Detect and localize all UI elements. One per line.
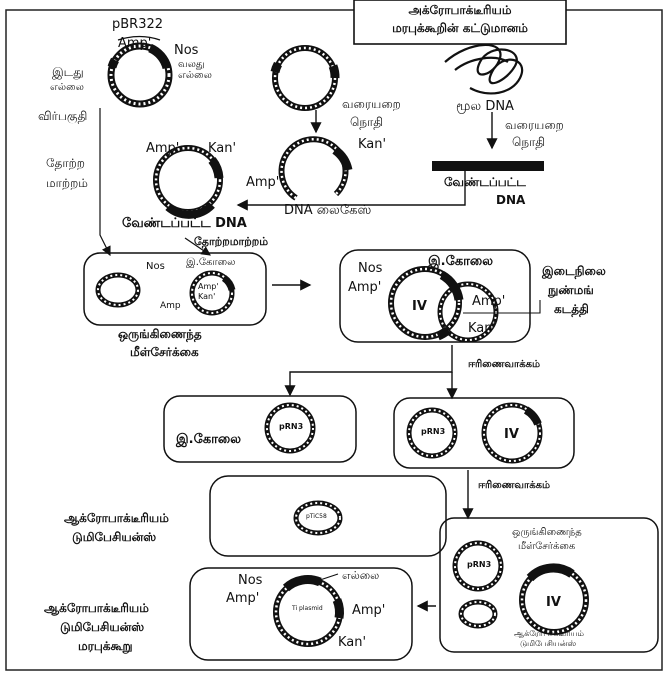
title-line1: அக்ரோபாக்டீரியம் bbox=[360, 4, 560, 17]
amp-right-label-2: Amp' bbox=[352, 604, 385, 618]
ecoli-box bbox=[164, 396, 356, 462]
transformation-label-1: தோற்ற bbox=[46, 157, 85, 170]
cointegrate-plasmids bbox=[455, 543, 586, 632]
kan-label-3: Kan' bbox=[338, 636, 366, 650]
intermediate-label-1: இடைநிலை bbox=[542, 265, 606, 278]
prn3-label: pRN3 bbox=[279, 423, 303, 431]
cointegrate-cell-box bbox=[84, 253, 266, 325]
ti-plasmid-inner: Ti plasmid bbox=[292, 606, 323, 612]
right-border-label: வலது எல்லை bbox=[178, 60, 218, 81]
kan-right-label: Kan' bbox=[468, 322, 496, 336]
cointegrate-label-1: ஒருங்கிணைந்த bbox=[118, 328, 202, 341]
kan-label: Kan' bbox=[358, 138, 386, 152]
ecoli-small-label: இ.கோலை bbox=[186, 258, 235, 269]
border-label: எல்லை bbox=[342, 570, 379, 582]
intermediate-label-3: கடத்தி bbox=[554, 303, 589, 316]
amp-small-label: Amp bbox=[160, 302, 181, 311]
amp-label: Amp' bbox=[118, 37, 151, 51]
iv-label-3: IV bbox=[546, 596, 561, 610]
amp-label-3: Amp' bbox=[246, 176, 279, 190]
amp-inner-label: Amp' bbox=[198, 283, 219, 291]
cut-dna-bar bbox=[432, 161, 544, 171]
restriction-enzyme-4: நொதி bbox=[512, 136, 545, 149]
source-dna-coil bbox=[445, 45, 522, 93]
dna-ligase-label: DNA லைகேஸ் bbox=[284, 204, 371, 218]
transformation-label: தோற்றமாற்றம் bbox=[194, 236, 268, 248]
iv-label: IV bbox=[412, 300, 427, 314]
ecoli-label-3: இ.கோலை bbox=[176, 433, 241, 447]
pti-small-label: pTiC58 bbox=[306, 514, 327, 520]
prn3-label-b: pRN3 bbox=[421, 428, 445, 436]
amp-left-label: Amp' bbox=[348, 281, 381, 295]
vector-plasmid bbox=[275, 48, 335, 108]
recombinant-plasmid bbox=[156, 148, 220, 215]
transformation-label-2: மாற்றம் bbox=[46, 177, 88, 190]
cut-dna-label-1: வேண்டப்பட்ட bbox=[444, 176, 526, 189]
restriction-enzyme-1: வரையறை bbox=[342, 98, 401, 111]
title-line2: மரபுக்கூறின் கட்டுமானம் bbox=[360, 22, 560, 35]
restriction-enzyme-3: வரையறை bbox=[505, 119, 564, 132]
nos-small-label: Nos bbox=[146, 262, 165, 273]
agro-small-1: ஆக்ரோபாக்டீரியம் bbox=[514, 630, 584, 638]
opened-plasmid bbox=[282, 139, 348, 198]
nos-label: Nos bbox=[174, 44, 198, 58]
left-border-label-2: எல்லை bbox=[50, 83, 84, 94]
agro-small-2: டுமிபேசியன்ஸ் bbox=[520, 640, 576, 648]
agro-final-1: ஆக்ரோபாக்டீரியம் bbox=[44, 602, 149, 615]
prn3-label-c: pRN3 bbox=[467, 561, 491, 569]
source-dna-label: மூல DNA bbox=[456, 100, 514, 114]
amp-right-label: Amp' bbox=[472, 295, 505, 309]
agrobacterium-box bbox=[210, 476, 446, 556]
agro-label-2: டுமிபேசியன்ஸ் bbox=[72, 531, 156, 544]
cointegrate-label-2: மீள்சேர்க்கை bbox=[130, 346, 199, 359]
restriction-enzyme-2: நொதி bbox=[350, 116, 383, 129]
nos-label-3: Nos bbox=[238, 574, 262, 588]
agro-label-1: ஆக்ரோபாக்டீரியம் bbox=[64, 512, 169, 525]
conjugation-label-1: ஈரிணைவாக்கம் bbox=[468, 360, 540, 371]
cointegrate-small-2: மீள்சேர்க்கை bbox=[518, 542, 575, 553]
plasmid-name: pBR322 bbox=[112, 18, 163, 32]
left-border-label-1: இடது bbox=[52, 66, 84, 79]
iv-label-2: IV bbox=[504, 428, 519, 442]
intermediate-label-2: நுண்மங் bbox=[548, 284, 594, 297]
kan-inner-label: Kan' bbox=[198, 293, 215, 301]
agro-final-3: மரபுக்கூறு bbox=[78, 640, 133, 653]
amp-left-label-2: Amp' bbox=[226, 592, 259, 606]
amp-label-2: Amp' bbox=[146, 142, 179, 156]
kan-label-2: Kan' bbox=[208, 142, 236, 156]
agro-final-2: டுமிபேசியன்ஸ் bbox=[60, 621, 144, 634]
cut-dna-label-2: DNA bbox=[496, 194, 525, 207]
vir-region-label: விர்பகுதி bbox=[38, 110, 87, 123]
cointegrate-small-1: ஒருங்கிணைந்த bbox=[512, 528, 582, 539]
ecoli-label-2: இ.கோலை bbox=[428, 255, 493, 269]
nos-label-2: Nos bbox=[358, 262, 382, 276]
conjugation-label-2: ஈரிணைவாக்கம் bbox=[478, 481, 550, 492]
cut-dna-left-label: வேண்டப்பட்ட DNA bbox=[122, 217, 247, 231]
